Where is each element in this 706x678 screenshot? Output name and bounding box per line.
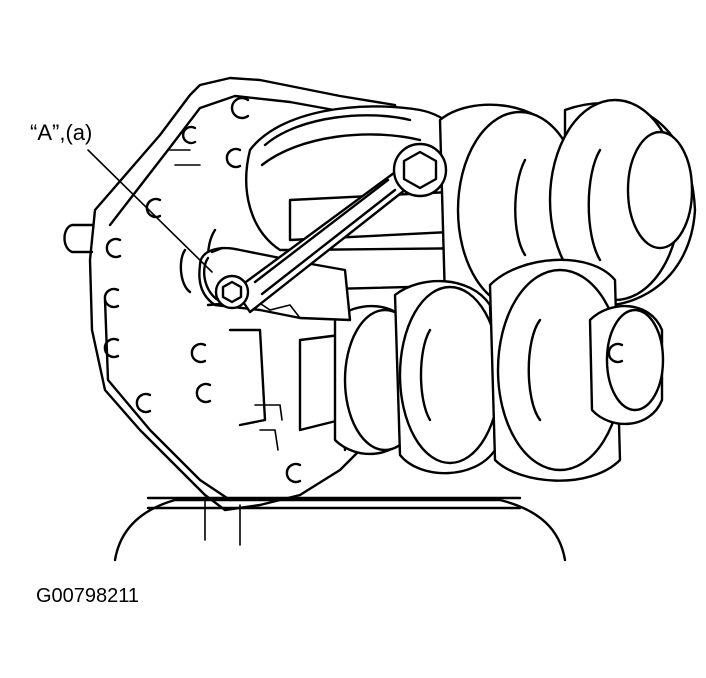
callout-label: “A”,(a) (30, 120, 93, 145)
callout-leader-line (87, 149, 213, 273)
bolt-a (203, 246, 224, 307)
upper-gear-stack (438, 98, 697, 321)
wrench-tool (214, 142, 448, 314)
lower-case (113, 496, 567, 562)
case-housing (63, 76, 422, 512)
figure-id: G00798211 (36, 585, 140, 607)
lower-gear-stack (298, 258, 665, 482)
